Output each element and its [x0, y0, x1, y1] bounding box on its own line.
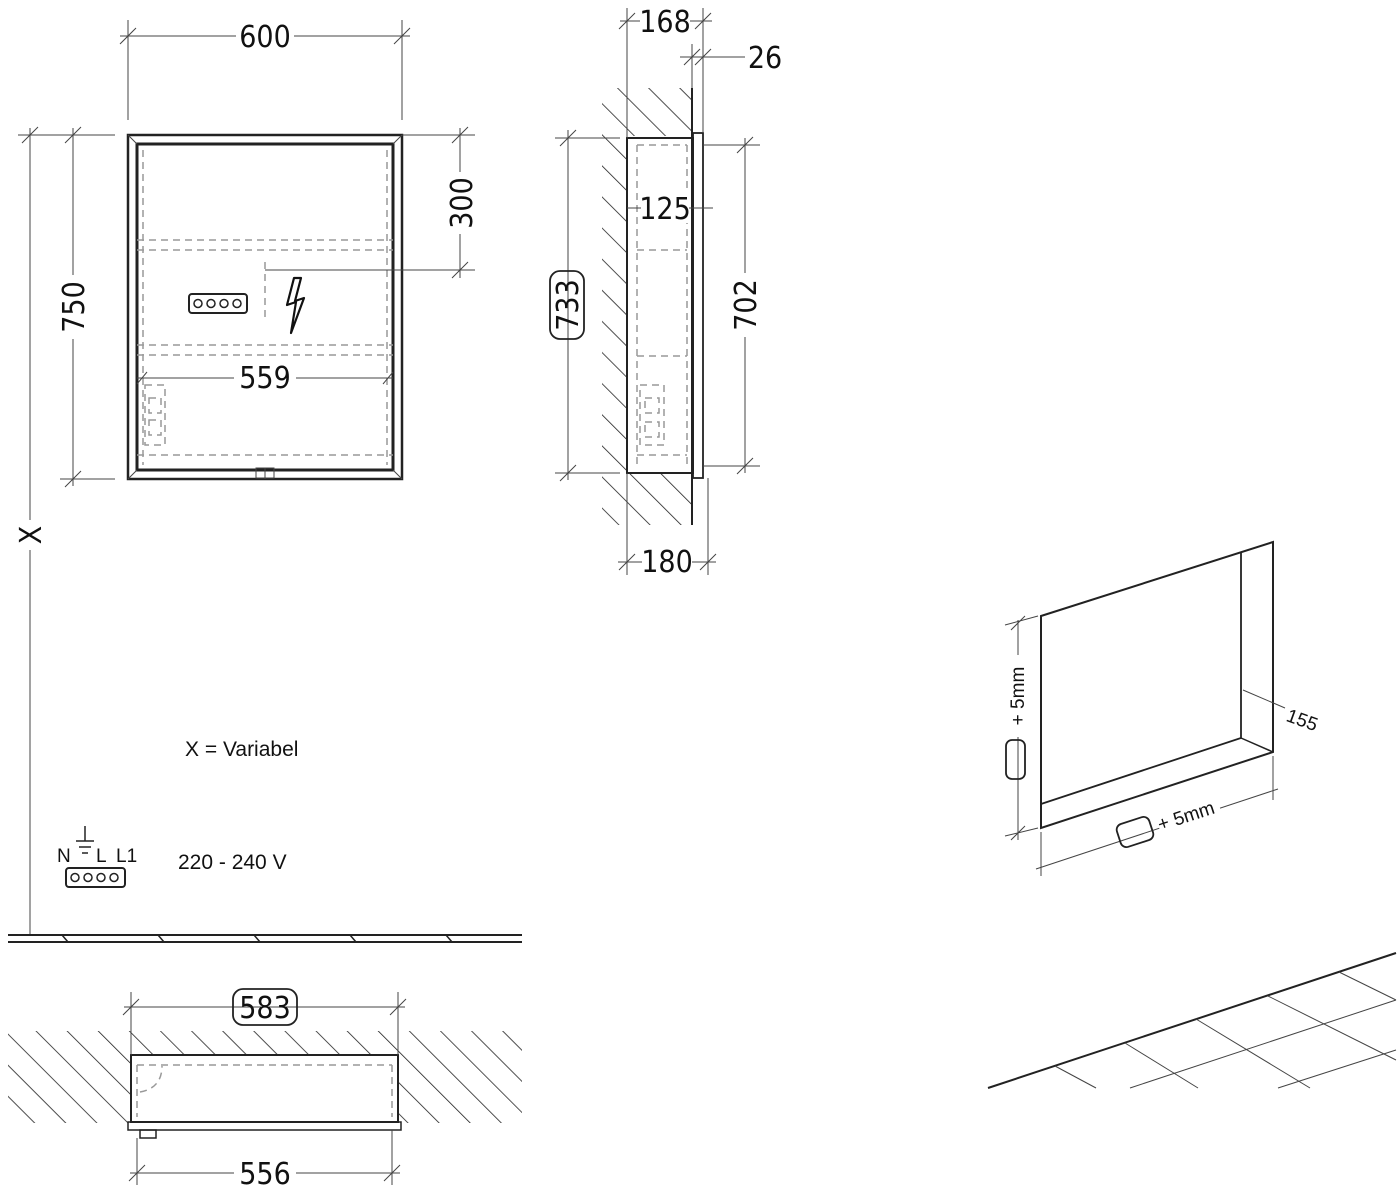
opening-symbol-icon: [1115, 815, 1155, 849]
ground-icon: [76, 826, 94, 854]
dim-niche-180: 180: [641, 545, 693, 580]
dim-niche-733: 733: [551, 279, 586, 331]
side-view: 168 26 733 125 702 180: [549, 5, 782, 580]
note-variable: X = Variabel: [185, 738, 298, 761]
note-voltage: 220 - 240 V: [178, 851, 287, 874]
dim-inner-556: 556: [239, 1157, 291, 1192]
notes: X = Variabel N L L1 220 - 240 V: [57, 738, 298, 888]
terminal-l: L: [96, 846, 107, 867]
floor-line: [8, 934, 522, 943]
iso-view: + 5mm + 5mm 155: [987, 540, 1397, 1089]
terminal-l1: L1: [116, 846, 137, 867]
height-tolerance: + 5mm: [1008, 667, 1029, 726]
opening-symbol-icon: [1005, 739, 1026, 780]
dim-depth-155: 155: [1283, 706, 1320, 737]
socket-icon: [188, 293, 248, 314]
lightning-icon: [285, 276, 306, 335]
dim-front-26: 26: [748, 41, 782, 76]
dim-shelf-125: 125: [639, 192, 691, 227]
dim-width-600: 600: [239, 20, 291, 55]
dim-height-750: 750: [57, 281, 92, 333]
dim-depth-168: 168: [639, 5, 691, 40]
terminal-n: N: [57, 846, 71, 867]
socket-icon: [65, 867, 126, 888]
dim-inner-702: 702: [729, 279, 764, 331]
dim-niche-583: 583: [239, 991, 291, 1026]
dim-inner-559: 559: [239, 361, 291, 396]
front-view: 600 750 X 300 559: [14, 20, 480, 935]
dim-distance-x: X: [14, 526, 49, 545]
dim-outlet-300: 300: [445, 177, 480, 229]
top-view: 583 556: [8, 988, 522, 1192]
